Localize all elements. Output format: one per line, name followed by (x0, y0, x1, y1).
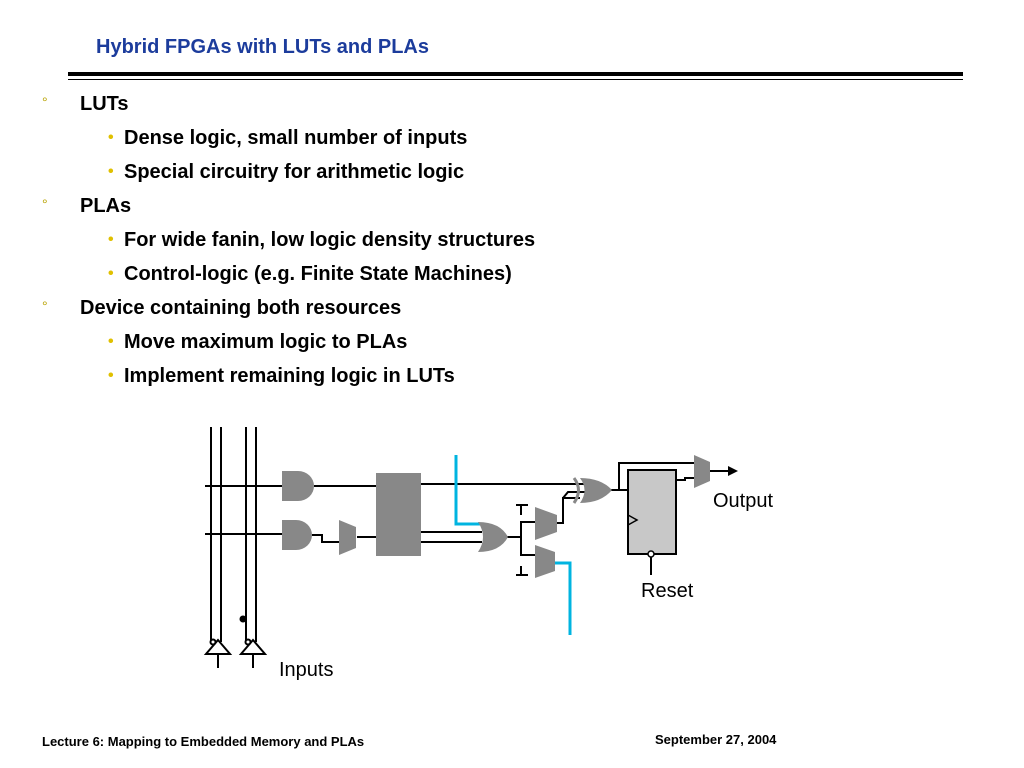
clock-marker (627, 514, 639, 526)
bullet-device: ° Device containing both resources • Move… (40, 296, 940, 388)
input-buffers (203, 638, 268, 668)
sub-bullet-text: For wide fanin, low logic density struct… (124, 229, 536, 251)
mux-lower (535, 545, 555, 578)
title-rule-thick (68, 72, 963, 76)
bullet-list: ° LUTs • Dense logic, small number of inp… (40, 92, 940, 398)
mux-upper (535, 507, 557, 540)
bullet-text: Device containing both resources (80, 297, 402, 319)
sub-bullet-text: Control-logic (e.g. Finite State Machine… (124, 263, 512, 285)
sub-bullet-text: Special circuitry for arithmetic logic (124, 161, 465, 183)
and-gate-top (282, 471, 314, 501)
bullet-plas: ° PLAs • For wide fanin, low logic densit… (40, 194, 940, 286)
footer-date: September 27, 2004 (655, 732, 777, 747)
inputs-label: Inputs (279, 659, 334, 681)
mux-output (694, 455, 710, 488)
bullet-marker: ° (42, 298, 48, 314)
bullet-text: PLAs (80, 195, 132, 217)
reset-label: Reset (641, 580, 694, 602)
junction-dot (239, 615, 247, 623)
xor-gate (580, 478, 612, 503)
sub-bullet: • For wide fanin, low logic density struc… (80, 228, 940, 252)
title-rule-thin (68, 79, 963, 80)
sub-bullet-text: Move maximum logic to PLAs (124, 331, 408, 353)
sub-bullet-text: Implement remaining logic in LUTs (124, 365, 455, 387)
sub-bullet: • Move maximum logic to PLAs (80, 330, 940, 354)
sub-bullet-marker: • (108, 367, 114, 384)
and-gate-bottom (282, 520, 312, 550)
bullet-luts: ° LUTs • Dense logic, small number of inp… (40, 92, 940, 184)
sub-bullet: • Special circuitry for arithmetic logic (80, 160, 940, 184)
sub-bullet-marker: • (108, 129, 114, 146)
output-arrow (728, 466, 738, 476)
sub-bullet-text: Dense logic, small number of inputs (124, 127, 468, 149)
gates (282, 455, 710, 578)
sub-bullet: • Implement remaining logic in LUTs (80, 364, 940, 388)
highlighted-wires (454, 455, 572, 635)
mux-left (339, 520, 356, 555)
slide-title: Hybrid FPGAs with LUTs and PLAs (96, 36, 429, 58)
flip-flop (627, 469, 677, 555)
or-gate-middle (478, 522, 508, 552)
sub-bullet: • Control-logic (e.g. Finite State Machin… (80, 262, 940, 286)
sub-bullet: • Dense logic, small number of inputs (80, 126, 940, 150)
bullet-marker: ° (42, 94, 48, 110)
sub-bullet-marker: • (108, 265, 114, 282)
xor-input-arc (572, 477, 580, 504)
sub-bullet-marker: • (108, 163, 114, 180)
bullet-marker: ° (42, 196, 48, 212)
reset-bubble (647, 550, 655, 558)
pla-block (376, 473, 421, 556)
footer-lecture: Lecture 6: Mapping to Embedded Memory an… (42, 734, 365, 749)
output-label: Output (713, 490, 774, 512)
sub-bullet-marker: • (108, 333, 114, 350)
sub-bullet-marker: • (108, 231, 114, 248)
bullet-text: LUTs (80, 93, 129, 115)
